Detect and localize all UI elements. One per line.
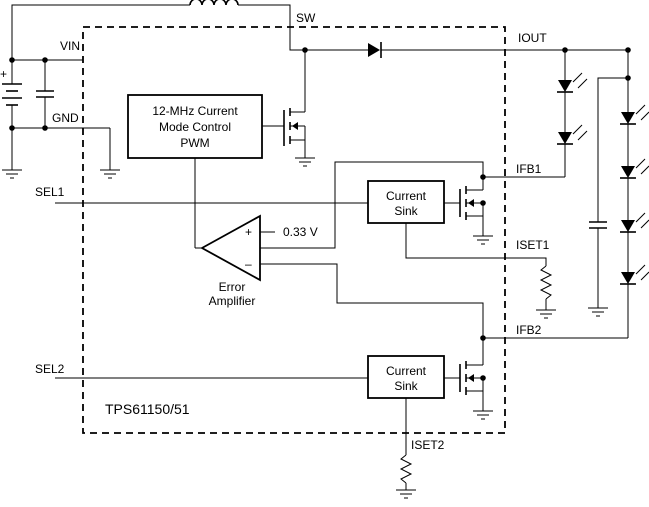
gnd-label: GND bbox=[52, 111, 79, 125]
inductor-right-wire bbox=[238, 4, 305, 51]
battery-plus-sign: + bbox=[0, 67, 7, 81]
pwm-control-block bbox=[127, 94, 263, 159]
ifb1-label: IFB1 bbox=[516, 162, 542, 176]
sel2-label: SEL2 bbox=[35, 362, 65, 376]
led-1 bbox=[558, 80, 572, 92]
chip-name: TPS61150/51 bbox=[105, 401, 190, 417]
iset1-resistor bbox=[539, 265, 553, 300]
led-5 bbox=[621, 220, 635, 232]
iset2-resistor bbox=[399, 454, 413, 484]
iset1-wire bbox=[405, 223, 547, 266]
vin-label: VIN bbox=[60, 39, 80, 53]
led-2 bbox=[558, 132, 572, 144]
chip-boundary bbox=[82, 26, 506, 434]
iset1-label: ISET1 bbox=[516, 238, 550, 252]
sink1-line-2: Sink bbox=[394, 204, 418, 218]
sel1-label: SEL1 bbox=[35, 185, 65, 199]
amp-plus-sign: + bbox=[245, 225, 252, 239]
pwm-line-3: PWM bbox=[180, 136, 209, 150]
amp-name-line-1: Error bbox=[219, 280, 246, 294]
schottky-diode bbox=[368, 43, 380, 57]
sink2-line-1: Current bbox=[386, 364, 427, 378]
amp-name-line-2: Amplifier bbox=[209, 294, 256, 308]
sink1-line-1: Current bbox=[386, 189, 427, 203]
iset2-label: ISET2 bbox=[411, 438, 445, 452]
iout-label: IOUT bbox=[518, 31, 547, 45]
inductor-left-wire bbox=[11, 4, 190, 50]
inductor bbox=[189, 0, 239, 6]
led-6 bbox=[621, 272, 635, 284]
reference-voltage: 0.33 V bbox=[283, 225, 318, 239]
pwm-line-1: 12-MHz Current bbox=[152, 104, 238, 118]
ifb2-label: IFB2 bbox=[516, 323, 542, 337]
pwm-line-2: Mode Control bbox=[159, 120, 231, 134]
ifb2-feedback-wire bbox=[260, 263, 484, 338]
ifb1-feedback-wire bbox=[260, 161, 484, 249]
led-3 bbox=[621, 112, 635, 124]
sw-label: SW bbox=[296, 11, 316, 25]
amp-minus-sign: – bbox=[245, 257, 252, 271]
output-cap-wire bbox=[597, 77, 628, 222]
led-4 bbox=[621, 166, 635, 178]
sink2-line-2: Sink bbox=[394, 379, 418, 393]
